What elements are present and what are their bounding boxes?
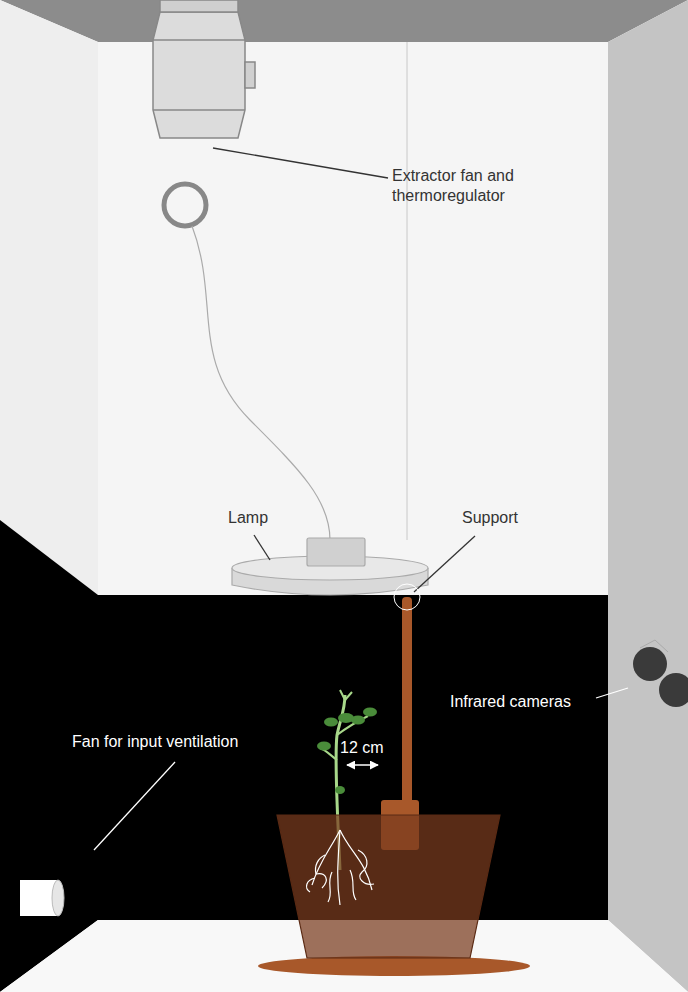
extractor-fan — [153, 0, 255, 138]
left-wall — [0, 0, 98, 595]
left-wall-black — [0, 520, 98, 992]
leader-line — [414, 536, 475, 592]
part-label: Support — [462, 508, 518, 528]
leader-line — [254, 535, 270, 560]
ceiling — [0, 0, 688, 42]
support-highlight — [394, 584, 420, 610]
lamp-hanger — [407, 42, 408, 540]
part-label: Fan for input ventilation — [72, 732, 238, 752]
part-label: Lamp — [228, 508, 268, 528]
pot — [277, 815, 500, 958]
lamp-wire — [192, 226, 330, 540]
part-label: Infrared cameras — [450, 692, 571, 712]
leader-line — [596, 688, 628, 698]
leader-line — [94, 762, 175, 850]
thermoregulator-ring — [164, 184, 206, 226]
dimension-arrow — [347, 764, 378, 766]
support-rod — [402, 597, 412, 827]
infrared-cameras — [633, 640, 688, 707]
roots — [307, 830, 374, 905]
leader-line — [213, 148, 388, 178]
part-label: Extractor fan and thermoregulator — [392, 166, 592, 206]
right-wall — [608, 0, 688, 992]
input-fan — [20, 880, 64, 916]
saucer — [258, 956, 530, 976]
dimension-label: 12 cm — [340, 738, 384, 758]
